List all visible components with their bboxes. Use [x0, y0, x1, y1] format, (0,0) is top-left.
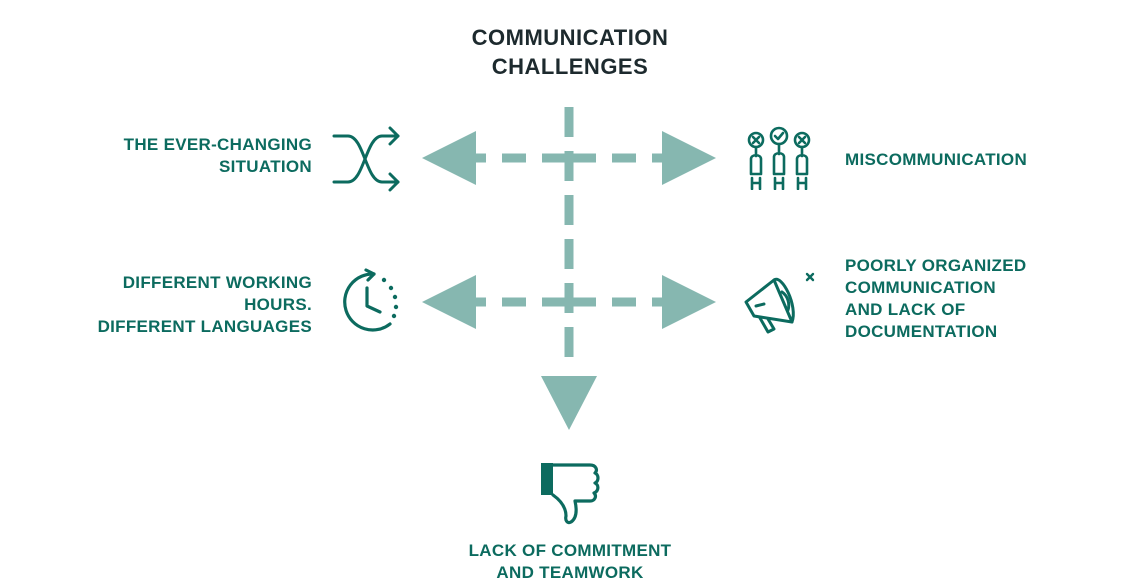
- arrowhead-mid-left: [422, 275, 476, 329]
- clock-icon: [343, 268, 399, 332]
- challenge-poor-organization: POORLY ORGANIZED COMMUNICATION AND LACK …: [845, 256, 1027, 341]
- shuffle-icon: [332, 126, 400, 192]
- arrowhead-top-left: [422, 131, 476, 185]
- megaphone-icon: [744, 272, 815, 334]
- arrowhead-mid-right: [662, 275, 716, 329]
- thumbs-down-icon: [541, 463, 600, 525]
- voting-hands-icon: [747, 126, 811, 190]
- arrowhead-bottom: [541, 376, 597, 430]
- challenge-commitment-teamwork: LACK OF COMMITMENT AND TEAMWORK: [468, 541, 672, 582]
- challenge-working-hours-languages: DIFFERENT WORKING HOURS. DIFFERENT LANGU…: [97, 273, 312, 336]
- challenge-miscommunication: MISCOMMUNICATION: [845, 150, 1028, 169]
- diagram-title: COMMUNICATION CHALLENGES: [471, 25, 669, 79]
- arrowhead-top-right: [662, 131, 716, 185]
- challenge-ever-changing-situation: THE EVER-CHANGING SITUATION: [123, 135, 312, 176]
